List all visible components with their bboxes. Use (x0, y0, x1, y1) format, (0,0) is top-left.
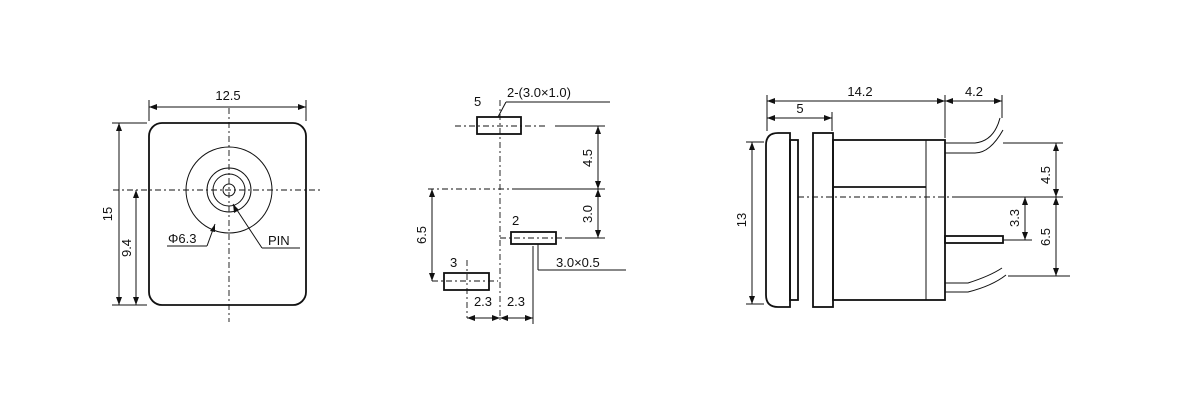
pad-spec-top-leader (497, 101, 507, 118)
arrow (749, 296, 755, 304)
pad-5 (476, 116, 522, 135)
arrow (767, 115, 775, 121)
front-center-height-label: 9.4 (119, 239, 134, 257)
arrow (749, 142, 755, 150)
side-top-lead-inner (945, 129, 1004, 154)
front-pin-circle (222, 183, 236, 197)
footprint-view: 5 2-(3.0×1.0) 2 3.0×0.5 3 4.5 3.0 6.5 (414, 85, 626, 324)
arrow (210, 224, 215, 232)
arrow (824, 115, 832, 121)
arrow (1022, 232, 1028, 240)
front-body-outline (148, 122, 307, 306)
side-flange-bar (789, 139, 799, 301)
arrow (945, 98, 953, 104)
side-height-label: 13 (734, 213, 749, 227)
arrow (595, 126, 601, 134)
side-dim-3-3-label: 3.3 (1007, 209, 1022, 227)
arrow (595, 181, 601, 189)
arrow (595, 189, 601, 197)
pad-spec-side-label: 3.0×0.5 (556, 255, 600, 270)
side-view: 14.2 4.2 5 13 4.5 3.3 6.5 (734, 84, 1070, 308)
side-nut-ring (812, 132, 834, 308)
pad-spec-top-label: 2-(3.0×1.0) (507, 85, 571, 100)
side-body (832, 139, 946, 301)
side-flange-label: 5 (796, 101, 803, 116)
front-width-label: 12.5 (215, 88, 240, 103)
arrow (467, 315, 475, 321)
arrow (1053, 189, 1059, 197)
footprint-dim-2-3-right-label: 2.3 (507, 294, 525, 309)
arrow (767, 98, 775, 104)
pad-2-label: 2 (512, 213, 519, 228)
arrow (492, 315, 500, 321)
front-socket-inner (212, 173, 246, 207)
pad-3-label: 3 (450, 255, 457, 270)
pad-5-label: 5 (474, 94, 481, 109)
side-bottom-lead-inner (945, 274, 1007, 293)
side-length-label: 14.2 (847, 84, 872, 99)
side-dim-6-5-label: 6.5 (1038, 228, 1053, 246)
front-view: 12.5 15 9.4 Φ6.3 PIN (100, 88, 322, 322)
side-pin-ext-label: 4.2 (965, 84, 983, 99)
footprint-dim-2-3-left-label: 2.3 (474, 294, 492, 309)
side-bottom-lead (945, 267, 1003, 284)
front-outer-ring (185, 146, 273, 234)
footprint-dim-3-0-label: 3.0 (580, 205, 595, 223)
footprint-dim-6-5-label: 6.5 (414, 226, 429, 244)
arrow (298, 104, 306, 110)
front-pin-label: PIN (268, 233, 290, 248)
side-dim-4-5-label: 4.5 (1038, 166, 1053, 184)
front-socket-ring (206, 167, 252, 213)
footprint-dim-4-5-label: 4.5 (580, 149, 595, 167)
arrow (1053, 197, 1059, 205)
arrow (1053, 143, 1059, 151)
arrow (133, 190, 139, 198)
arrow (149, 104, 157, 110)
arrow (233, 204, 239, 213)
arrow (1053, 268, 1059, 276)
side-middle-pin (944, 235, 1004, 244)
arrow (429, 189, 435, 197)
arrow (937, 98, 945, 104)
arrow (116, 297, 122, 305)
side-top-lead (945, 117, 1001, 144)
arrow (133, 297, 139, 305)
arrow (429, 273, 435, 281)
arrow (116, 123, 122, 131)
arrow (595, 230, 601, 238)
arrow (994, 98, 1002, 104)
side-front-flange (765, 132, 791, 308)
pad-3 (443, 272, 490, 291)
front-diameter-label: Φ6.3 (168, 231, 196, 246)
arrow (525, 315, 533, 321)
arrow (1022, 197, 1028, 205)
front-pin-leader (232, 203, 263, 249)
arrow (500, 315, 508, 321)
front-height-label: 15 (100, 207, 115, 221)
